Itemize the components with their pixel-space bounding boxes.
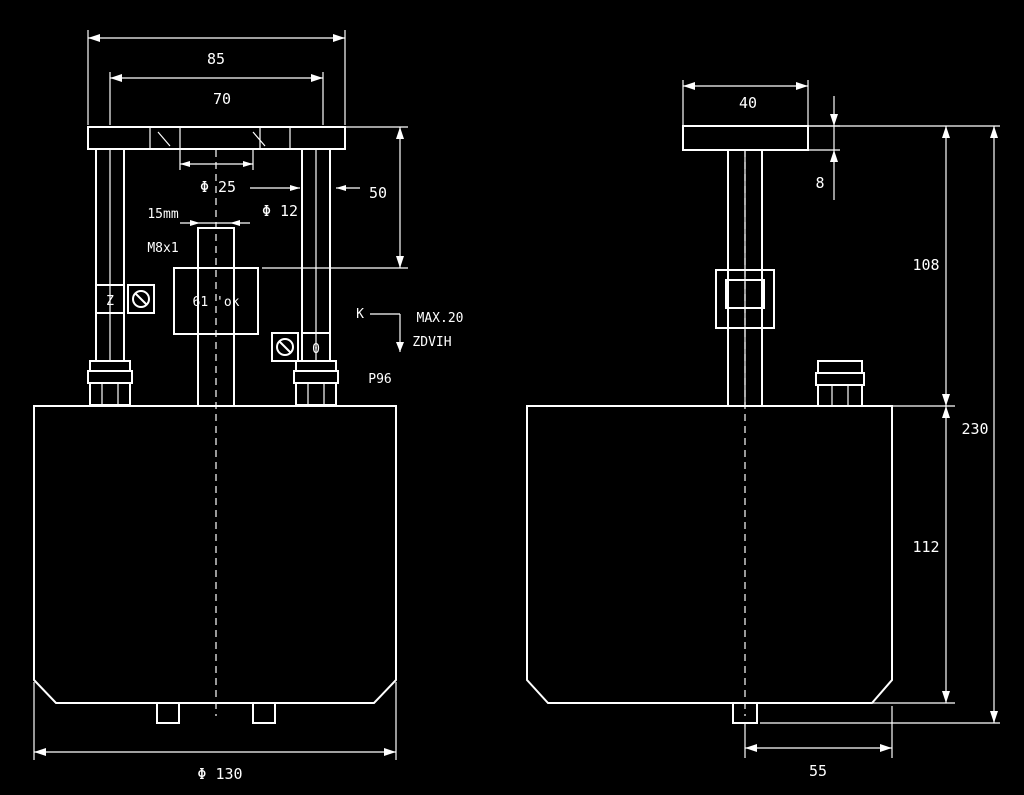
- side-view: 40 8: [526, 80, 1000, 780]
- dim-108-label: 108: [912, 256, 939, 274]
- dim-112-label: 112: [912, 538, 939, 556]
- dim-50-label: 50: [369, 184, 387, 202]
- dim-50: 50: [262, 126, 408, 269]
- thread-label: M8x1: [147, 241, 178, 256]
- dim-112: 112: [912, 406, 950, 703]
- dim-40-label: 40: [739, 94, 757, 112]
- dim-dia-12: Φ 12: [250, 185, 360, 220]
- dim-70: 70: [109, 72, 324, 125]
- k-label: K: [356, 307, 364, 322]
- max-label: MAX.20: [417, 311, 464, 326]
- dim-dia-12-label: Φ 12: [262, 202, 298, 220]
- dim-70-label: 70: [213, 90, 231, 108]
- scale-left-box: [95, 284, 125, 314]
- dim-40: 40: [682, 80, 809, 125]
- dim-55-label: 55: [809, 762, 827, 780]
- right-screw-box: [271, 332, 299, 362]
- scale-left-label: Z: [106, 294, 114, 309]
- lamp-block-label: 61 'ok: [193, 295, 240, 310]
- top-plate: [87, 126, 346, 150]
- dim-dia-25-label: Φ 25: [200, 178, 236, 196]
- main-body: [33, 405, 397, 704]
- dim-8: 8: [808, 96, 840, 200]
- dim-230-label: 230: [961, 420, 988, 438]
- depth-label: 15mm: [147, 207, 178, 222]
- side-body: [526, 405, 893, 704]
- dim-230: 230: [961, 126, 998, 723]
- dim-dia-130-label: Φ 130: [197, 765, 242, 783]
- dim-85: 85: [87, 30, 346, 125]
- pdg-label: P96: [368, 372, 391, 387]
- dim-85-label: 85: [207, 50, 225, 68]
- dim-108: 108: [912, 126, 950, 406]
- dim-8-label: 8: [815, 174, 824, 192]
- top-cap: [682, 125, 809, 151]
- front-view: 85 70 Φ 25: [33, 30, 464, 783]
- dim-dia-130: Φ 130: [33, 682, 397, 783]
- dim-55: 55: [744, 706, 893, 780]
- hub-label: ZDVIH: [412, 335, 451, 350]
- scale-right-label: 0: [312, 342, 320, 357]
- left-screw-box: [127, 284, 155, 314]
